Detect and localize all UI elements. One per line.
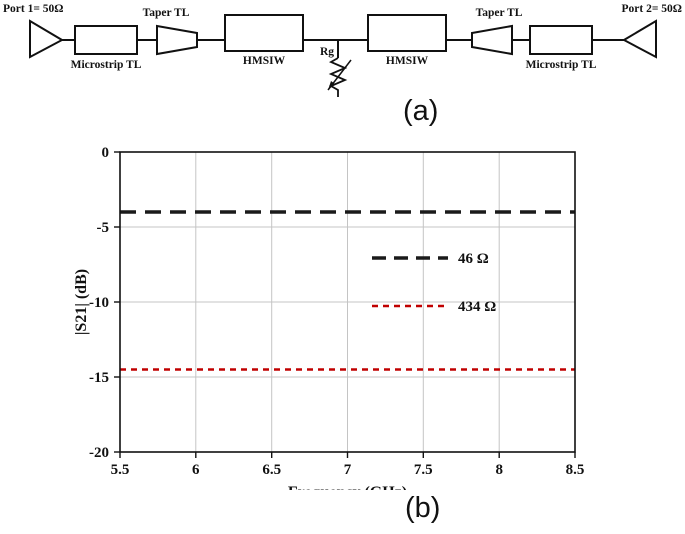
port1-label: Port 1= 50Ω (3, 3, 63, 15)
circuit-diagram: Port 1= 50Ω Port 2= 50Ω Microstrip TL Ta… (3, 3, 682, 97)
legend-label-46ohm: 46 Ω (458, 251, 489, 267)
y-tick-1: -5 (97, 220, 110, 236)
tick-marks (114, 151, 576, 458)
y-tick-4: -20 (89, 445, 109, 461)
legend-label-434ohm: 434 Ω (458, 299, 496, 315)
microstrip-left-label: Microstrip TL (71, 59, 142, 71)
microstrip-right-label: Microstrip TL (526, 59, 597, 71)
x-tick-2: 6.5 (262, 462, 281, 478)
port2-label: Port 2= 50Ω (622, 3, 682, 15)
port1-horn-icon (29, 19, 65, 59)
gridlines (120, 152, 575, 452)
x-tick-5: 8 (495, 462, 503, 478)
x-tick-6: 8.5 (566, 462, 585, 478)
legend: 46 Ω 434 Ω (372, 251, 496, 315)
hmsiw-left-label: HMSIW (243, 55, 286, 67)
y-tick-2: -10 (89, 295, 109, 311)
s21-chart: 0 -5 -10 -15 -20 5.5 6 6.5 7 7.5 8 8.5 F… (73, 145, 585, 490)
panel-a-label: (a) (403, 95, 439, 127)
resistor-label: Rg (320, 46, 334, 58)
x-tick-0: 5.5 (111, 462, 130, 478)
taper-left-label: Taper TL (143, 7, 190, 19)
taper-left-shape (156, 24, 198, 56)
microstrip-right-box (529, 25, 593, 55)
y-tick-0: 0 (102, 145, 110, 161)
hmsiw-right-box (367, 14, 447, 52)
x-tick-1: 6 (192, 462, 200, 478)
x-tick-4: 7.5 (414, 462, 433, 478)
hmsiw-left-box (224, 14, 304, 52)
port2-horn-icon (621, 19, 657, 59)
y-tick-3: -15 (89, 370, 109, 386)
resistor-arrowhead (328, 81, 335, 90)
x-axis-title: Frequency (GHz) (288, 484, 407, 490)
microstrip-left-box (74, 25, 138, 55)
panel-b-label: (b) (405, 492, 441, 524)
taper-right-label: Taper TL (476, 7, 523, 19)
x-tick-3: 7 (344, 462, 352, 478)
y-axis-title: |S21| (dB) (73, 269, 90, 335)
taper-right-shape (471, 24, 513, 56)
hmsiw-right-label: HMSIW (386, 55, 429, 67)
